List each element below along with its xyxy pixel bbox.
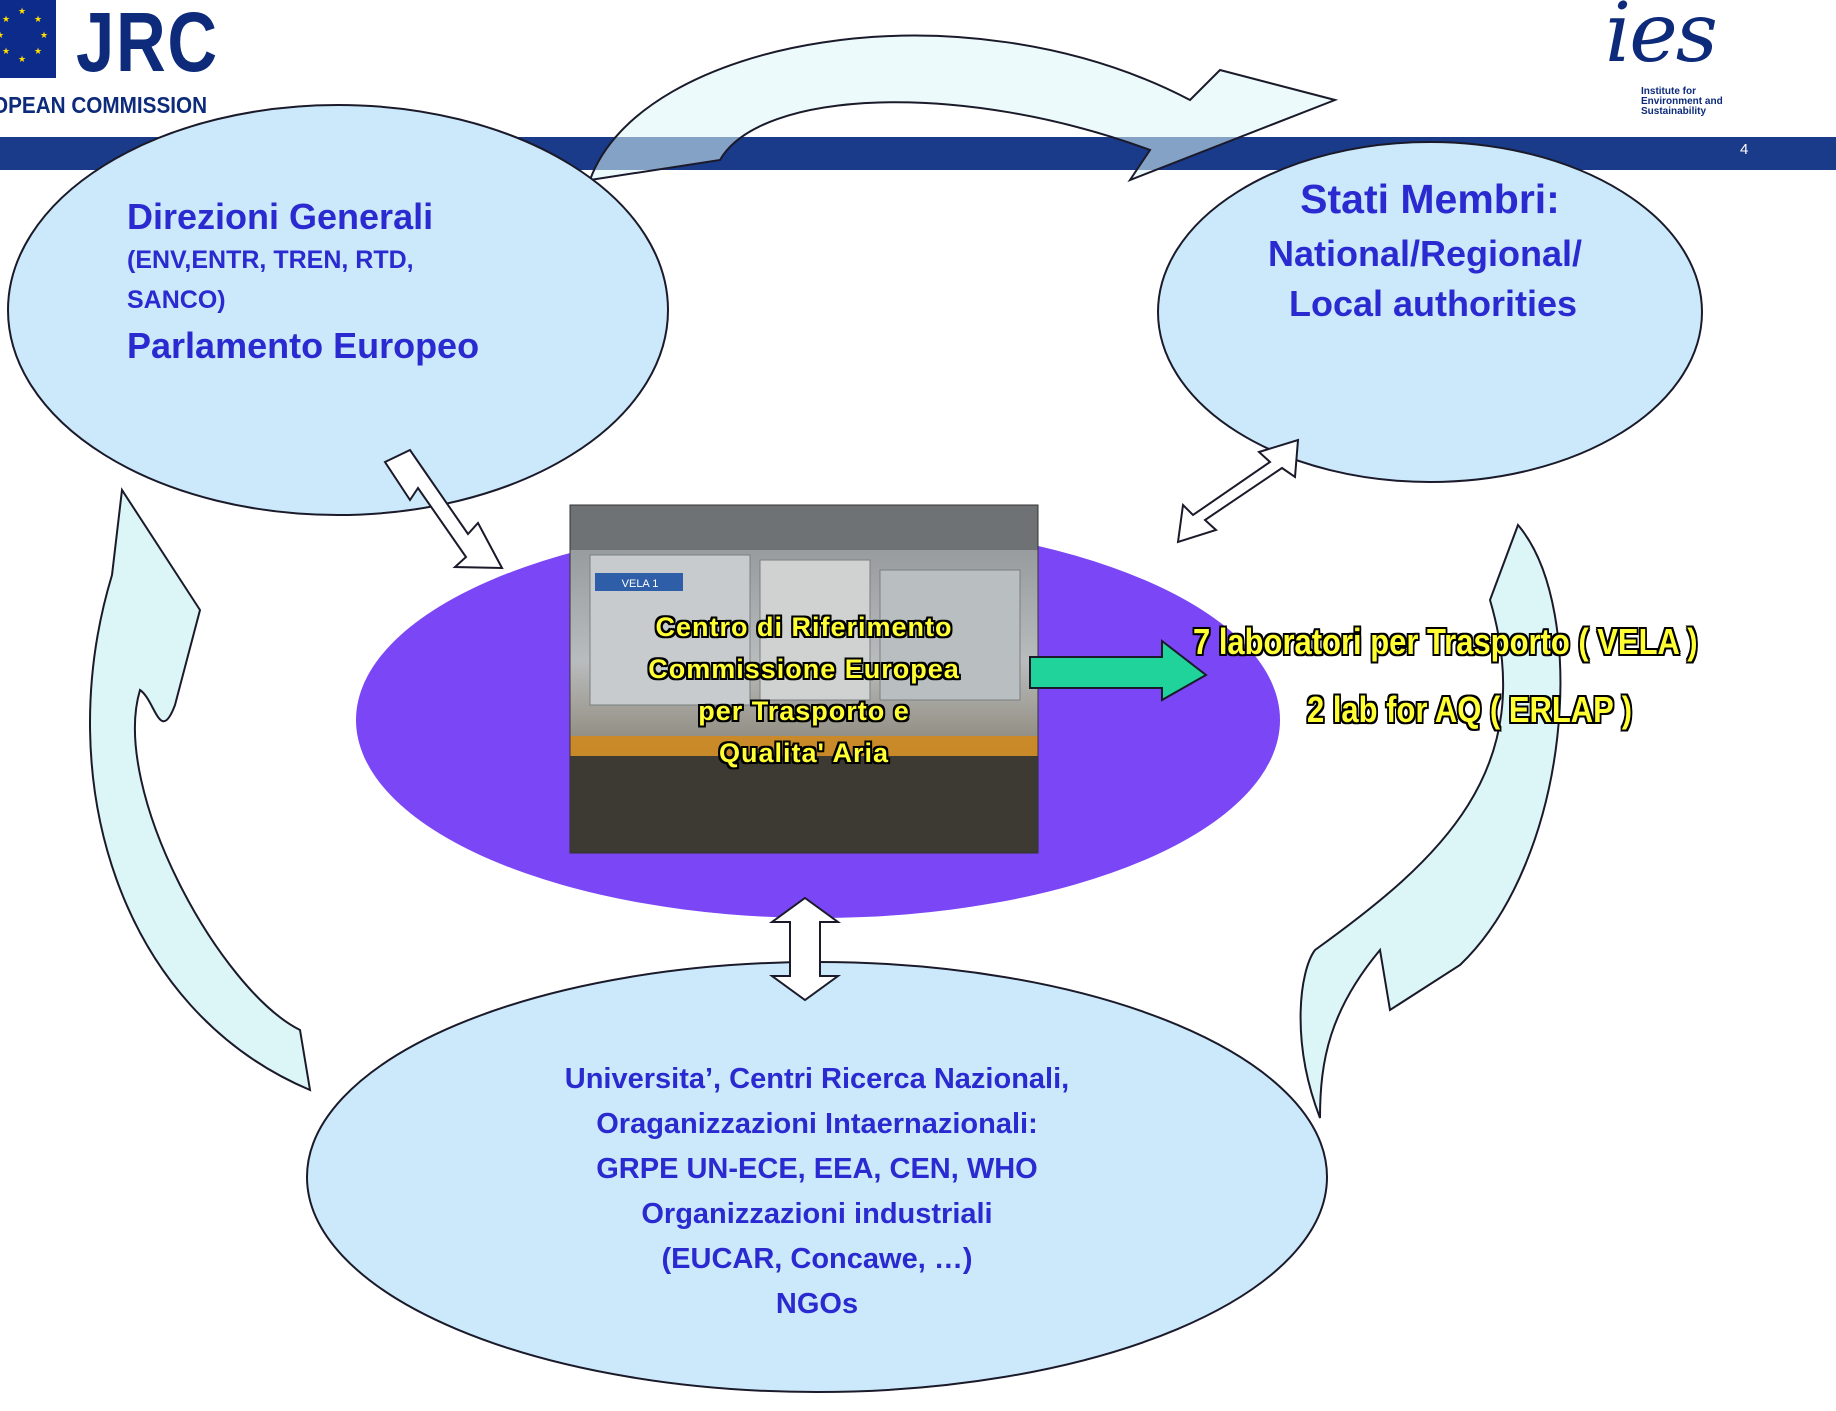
- svg-text:★: ★: [40, 30, 48, 40]
- center-caption-line: Centro di Riferimento: [655, 612, 953, 642]
- ies-logo-text: ies: [1605, 0, 1718, 81]
- double-arrow-member-center: [1176, 438, 1300, 544]
- ies-institute-name: Institute for Environment and Sustainabi…: [1641, 87, 1761, 117]
- center-caption: Centro di Riferimento Commissione Europe…: [571, 606, 1037, 774]
- research-line: NGOs: [775, 1288, 859, 1320]
- member-states-line2: Local authorities: [1288, 283, 1578, 324]
- node-member-states-ellipse: [1157, 141, 1703, 483]
- member-states-title: Stati Membri:: [1300, 176, 1560, 222]
- center-caption-line: Qualita' Aria: [719, 738, 889, 768]
- dg-subtitle-line2: SANCO): [127, 286, 226, 314]
- cycle-arrow-top: [588, 34, 1339, 183]
- cycle-arrow-right: [1299, 523, 1562, 1119]
- european-commission-text: OPEAN COMMISSION: [0, 92, 208, 118]
- ies-name-line: Institute for: [1641, 86, 1696, 97]
- research-line: GRPE UN-ECE, EEA, CEN, WHO: [596, 1153, 1038, 1185]
- double-arrow-dg-center: [383, 448, 504, 570]
- svg-text:★: ★: [18, 6, 26, 16]
- cycle-arrow-left: [89, 487, 312, 1092]
- center-caption-line: per Trasporto e: [698, 696, 910, 726]
- svg-text:★: ★: [34, 14, 42, 24]
- vela-sign: [595, 573, 683, 591]
- research-text: Universita’, Centri Ricerca Nazionali, O…: [457, 1057, 1177, 1327]
- labs-erlap: 2 lab for AQ ( ERLAP ): [1307, 689, 1633, 730]
- research-line: Universita’, Centri Ricerca Nazionali,: [564, 1063, 1070, 1095]
- research-line: Oraganizzazioni Intaernazionali:: [596, 1108, 1038, 1140]
- svg-text:★: ★: [2, 14, 10, 24]
- research-line: (EUCAR, Concawe, …): [661, 1243, 973, 1275]
- ies-name-line: Sustainability: [1641, 106, 1707, 117]
- lab-photo: VELA 1: [569, 504, 1039, 854]
- page-number: 4: [1740, 141, 1749, 158]
- dg-title: Direzioni Generali: [127, 196, 434, 237]
- member-states-line1: National/Regional/: [1267, 233, 1583, 274]
- dg-parliament: Parlamento Europeo: [127, 325, 480, 366]
- dg-subtitle-line1: (ENV,ENTR, TREN, RTD,: [127, 246, 414, 274]
- green-arrow-to-labs: [1029, 638, 1208, 702]
- node-dg-ellipse: [7, 104, 669, 516]
- svg-text:★: ★: [2, 46, 10, 56]
- svg-text:★: ★: [0, 30, 4, 40]
- svg-text:★: ★: [34, 46, 42, 56]
- double-arrow-center-research: [768, 896, 842, 1002]
- ies-name-line: Environment and: [1641, 96, 1723, 107]
- svg-text:★: ★: [18, 54, 26, 64]
- jrc-logo-text: JRC: [76, 0, 219, 89]
- eu-flag-icon: ★ ★ ★ ★ ★ ★ ★ ★: [0, 0, 56, 78]
- research-line: Organizzazioni industriali: [641, 1198, 993, 1230]
- svg-text:VELA 1: VELA 1: [622, 578, 659, 590]
- labs-vela: 7 laboratori per Trasporto ( VELA ): [1193, 621, 1698, 662]
- center-caption-line: Commissione Europea: [648, 654, 960, 684]
